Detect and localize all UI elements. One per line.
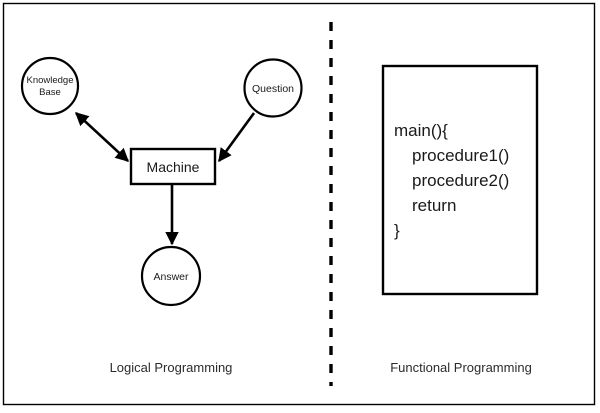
node-knowledge-base[interactable]: Knowledge Base — [20, 56, 80, 116]
node-machine[interactable]: Machine — [129, 147, 217, 186]
knowledge-base-label-line1: Knowledge — [26, 75, 73, 86]
code-line-4: } — [394, 221, 400, 240]
answer-circle — [140, 245, 202, 307]
edge-question-machine — [217, 112, 256, 163]
right-panel-caption: Functional Programming — [390, 360, 532, 375]
left-panel-caption: Logical Programming — [110, 360, 233, 375]
knowledge-base-label-line2: Base — [39, 87, 61, 98]
code-line-1: procedure1() — [412, 146, 509, 165]
answer-label: Answer — [153, 271, 189, 283]
node-answer[interactable]: Answer — [140, 245, 202, 307]
node-question[interactable]: Question — [243, 58, 303, 118]
knowledge-base-circle — [20, 56, 80, 116]
code-line-3: return — [412, 196, 456, 215]
code-box-rect — [381, 64, 539, 296]
edge-machine-knowledge-base — [75, 112, 129, 162]
code-line-0: main(){ — [394, 121, 448, 140]
machine-label: Machine — [147, 159, 200, 175]
code-box[interactable]: main(){ procedure1() procedure2() return… — [381, 64, 539, 296]
code-line-2: procedure2() — [412, 171, 509, 190]
question-label: Question — [252, 83, 294, 95]
question-circle — [243, 58, 303, 118]
machine-box — [129, 147, 217, 186]
